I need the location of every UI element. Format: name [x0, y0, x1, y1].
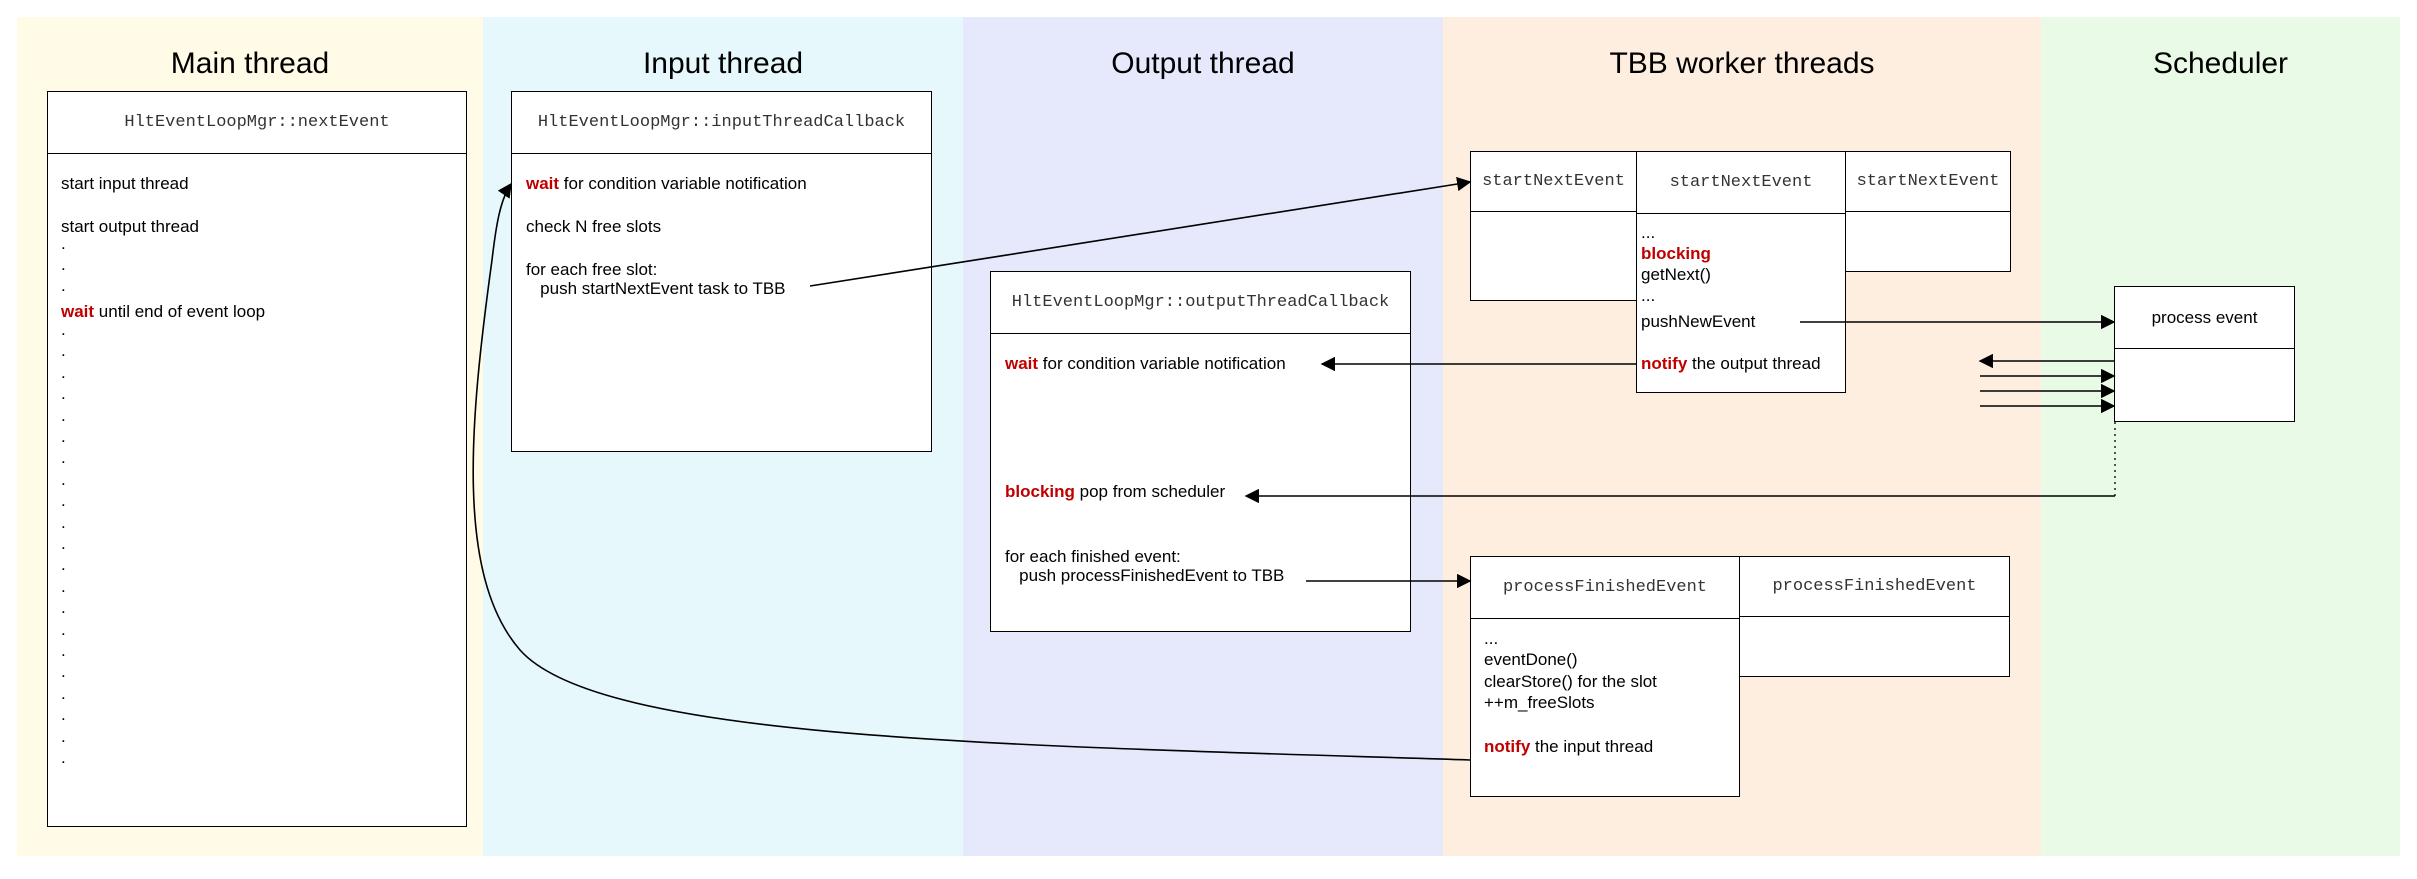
ellipsis-dot: .	[61, 619, 66, 639]
foreach-finished-text: for each finished event:	[1005, 547, 1181, 566]
next-event-box: HltEventLoopMgr::nextEvent start input t…	[47, 91, 467, 827]
output-thread-title: Output thread	[1111, 47, 1295, 80]
blocking-pop-text: blocking pop from scheduler	[1005, 482, 1225, 502]
ellipsis-dot: .	[61, 255, 66, 274]
ellipsis-dot: .	[61, 534, 66, 553]
ellipsis-text: ...	[1641, 223, 1656, 242]
ellipsis-text: ...	[1641, 286, 1656, 305]
output-wait-rest: for condition variable notification	[1038, 354, 1286, 373]
ellipsis-dot: .	[61, 598, 66, 618]
push-finished-text: push processFinishedEvent to TBB	[1005, 566, 1285, 585]
scheduler-lane: Scheduler	[2041, 17, 2400, 856]
foreach-slot-text: for each free slot:	[526, 260, 658, 279]
ellipsis-dot: .	[61, 341, 66, 361]
start-next-event-header: startNextEvent	[1637, 152, 1845, 214]
start-next-event-task-left-body	[1470, 211, 1637, 301]
input-wait-rest: for condition variable notification	[559, 174, 807, 193]
wait-end-rest: until end of event loop	[94, 302, 266, 321]
notify-keyword: notify	[1484, 737, 1531, 756]
ellipsis-dot: .	[61, 276, 66, 295]
main-thread-title: Main thread	[170, 47, 330, 80]
ellipsis-dot: .	[61, 427, 66, 446]
process-finished-task-right: processFinishedEvent	[1739, 556, 2010, 617]
arrow-notify-input	[472, 182, 1471, 761]
blocking-text: blocking	[1641, 244, 1711, 263]
process-finished-header: processFinishedEvent	[1471, 557, 1739, 619]
input-wait-text: wait for condition variable notification	[526, 174, 807, 194]
process-event-header: process event	[2115, 287, 2294, 349]
output-callback-box: HltEventLoopMgr::outputThreadCallback wa…	[990, 271, 1411, 632]
scheduler-title: Scheduler	[2152, 47, 2289, 80]
blocking-pop-rest: pop from scheduler	[1074, 482, 1226, 501]
ellipsis-dot: .	[61, 469, 66, 489]
ellipsis-dot: .	[61, 683, 66, 703]
notify-output-rest: the output thread	[1687, 354, 1821, 373]
next-event-header: HltEventLoopMgr::nextEvent	[48, 92, 466, 154]
ellipsis-dot: .	[61, 512, 66, 532]
ellipsis-dot: .	[61, 405, 66, 425]
ellipsis-dot: .	[61, 726, 66, 746]
start-next-event-task-right: startNextEvent	[1845, 151, 2011, 212]
input-callback-header: HltEventLoopMgr::inputThreadCallback	[512, 92, 931, 154]
notify-keyword: notify	[1641, 354, 1688, 373]
wait-keyword: wait	[1005, 354, 1039, 373]
input-thread-title: Input thread	[642, 47, 804, 80]
output-callback-header: HltEventLoopMgr::outputThreadCallback	[991, 272, 1410, 334]
ellipsis-dot: .	[61, 662, 66, 682]
start-next-event-task-left: startNextEvent	[1470, 151, 1637, 212]
start-input-text: start input thread	[61, 174, 189, 193]
ellipsis-text: ...	[1484, 629, 1499, 648]
start-output-text: start output thread	[61, 217, 199, 236]
wait-keyword: wait	[61, 302, 95, 321]
ellipsis-dot: .	[61, 555, 66, 575]
ellipsis-dot: .	[61, 362, 66, 382]
notify-input-rest: the input thread	[1530, 737, 1654, 756]
ellipsis-dot: .	[61, 448, 66, 468]
arrow-push-start-next-event	[809, 176, 1472, 287]
ellipsis-dot: .	[61, 641, 66, 660]
ellipsis-dot: .	[61, 491, 66, 511]
blocking-keyword: blocking	[1005, 482, 1075, 501]
get-next-text: getNext()	[1641, 265, 1711, 284]
clear-store-text: clearStore() for the slot	[1484, 672, 1657, 691]
wait-end-text: wait until end of event loop	[61, 302, 265, 322]
wait-keyword: wait	[526, 174, 560, 193]
process-event-box: process event	[2114, 286, 2295, 422]
ellipsis-dot: .	[61, 576, 66, 596]
ellipsis-dot: .	[61, 234, 66, 253]
notify-input-text: notify the input thread	[1484, 737, 1653, 757]
push-start-text: push startNextEvent task to TBB	[526, 279, 786, 298]
output-wait-text: wait for condition variable notification	[1005, 354, 1286, 374]
start-next-event-task-right-body	[1845, 211, 2011, 272]
process-finished-task: processFinishedEvent ... eventDone() cle…	[1470, 556, 1740, 797]
notify-output-text: notify the output thread	[1641, 354, 1821, 374]
free-slots-text: ++m_freeSlots	[1484, 693, 1595, 712]
ellipsis-dot: .	[61, 320, 66, 339]
tbb-worker-title: TBB worker threads	[1609, 47, 1875, 80]
check-slots-text: check N free slots	[526, 217, 662, 236]
event-done-text: eventDone()	[1484, 650, 1578, 669]
push-new-event-text: pushNewEvent	[1641, 312, 1756, 331]
ellipsis-dot: .	[61, 748, 66, 767]
input-callback-box: HltEventLoopMgr::inputThreadCallback wai…	[511, 91, 932, 452]
start-next-event-task: startNextEvent ... blocking getNext() ..…	[1636, 151, 1846, 393]
ellipsis-dot: .	[61, 384, 66, 404]
ellipsis-dot: .	[61, 705, 66, 725]
